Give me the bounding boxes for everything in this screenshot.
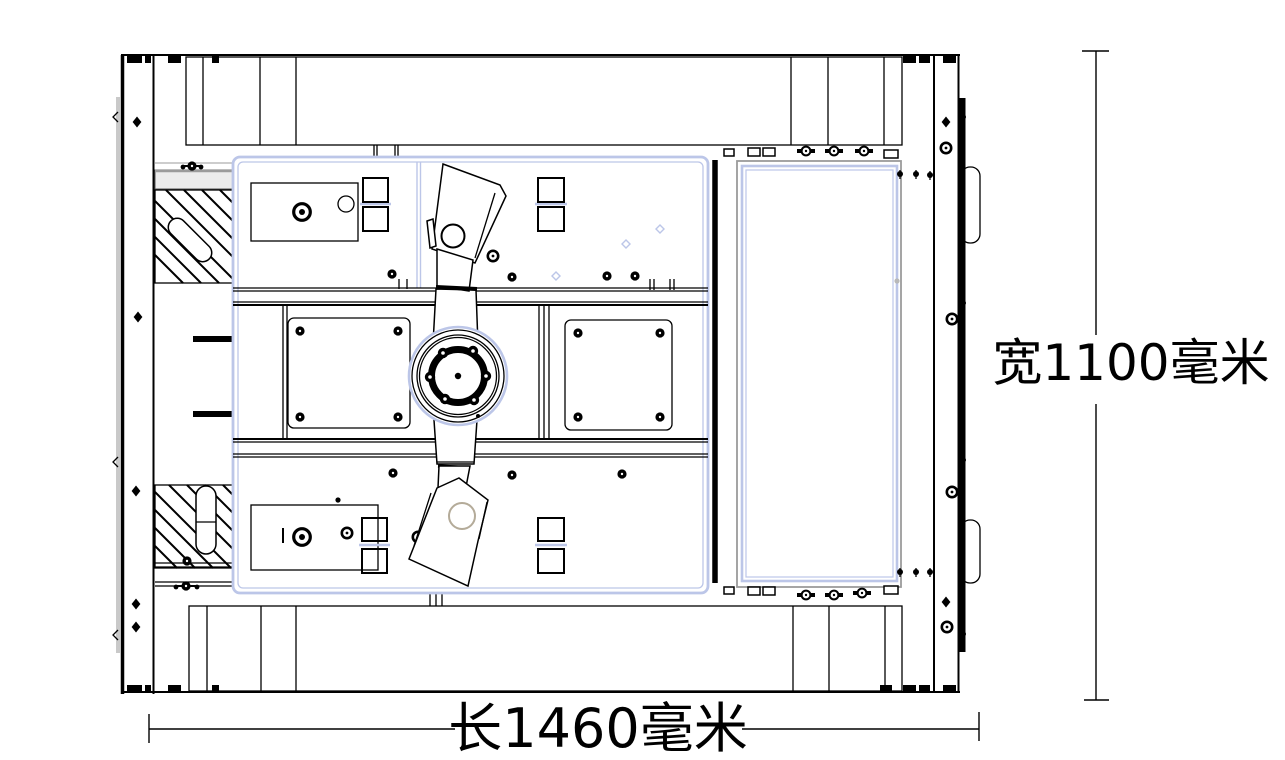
right-equipment-panel (712, 145, 933, 601)
dark-bar-2 (193, 411, 233, 417)
frame-tick-boxes-top (127, 55, 956, 63)
length-dimension: 长1460毫米 (148, 697, 980, 760)
clamp-row-top (723, 145, 899, 159)
hatched-block-bottom (154, 484, 234, 569)
blade-bottom-hole (448, 502, 476, 530)
clamp-fitting-top (180, 161, 204, 171)
slot-top (167, 217, 213, 263)
bottom-beam (188, 605, 903, 692)
panel-blue-border (740, 164, 899, 583)
square-plate-right (564, 319, 673, 431)
chassis-frame (112, 54, 981, 694)
left-rail-bolts (112, 111, 143, 641)
rotary-arm-assembly (408, 162, 507, 588)
mount-plate-top (250, 182, 359, 242)
central-turntable-panel (231, 155, 710, 595)
slewing-hub (407, 325, 509, 427)
clamp-fitting-bottom (173, 581, 200, 591)
panel-bolts (335, 224, 665, 544)
vertical-dividers (282, 305, 550, 439)
right-tab-top (960, 166, 981, 244)
gray-bar-top (154, 169, 234, 190)
right-tab-bottom (960, 519, 981, 584)
hub-center (454, 372, 462, 380)
top-beam (185, 56, 903, 146)
left-compartment (154, 161, 241, 591)
clamp-row-bottom (723, 585, 899, 601)
width-dimension: 宽1100毫米 (992, 50, 1270, 701)
slot-bottom (195, 485, 217, 555)
beam-panel-ticks (373, 145, 443, 606)
arm-lower (433, 419, 478, 465)
panel-gray-frame (736, 160, 902, 588)
dark-bar-1 (193, 336, 233, 342)
right-rail-bolts (939, 114, 966, 637)
blade-top-hole (440, 223, 466, 249)
panel-inner-border (237, 161, 704, 589)
mount-plate-bottom (250, 504, 379, 571)
panel-pin-dots (897, 170, 933, 577)
length-dimension-label: 长1460毫米 (448, 697, 747, 760)
hatched-block-top (154, 189, 234, 284)
connector-squares (359, 177, 567, 574)
width-dimension-label: 宽1100毫米 (992, 334, 1269, 392)
